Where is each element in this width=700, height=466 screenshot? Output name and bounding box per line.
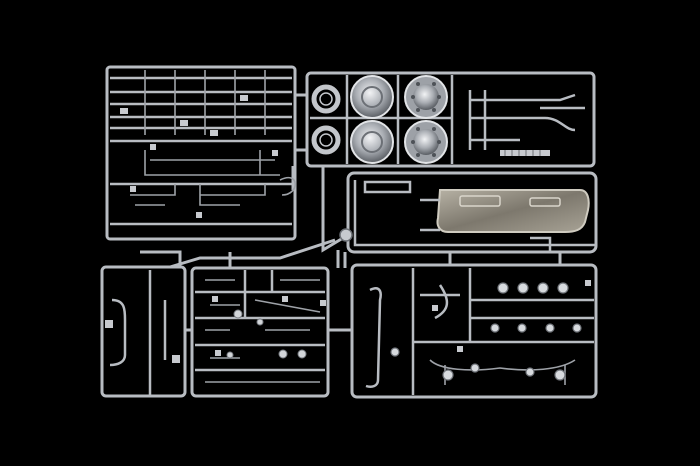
runner-gate xyxy=(339,228,353,242)
grille-strip xyxy=(500,150,550,156)
top-left-parts xyxy=(110,70,296,226)
connecting-runners xyxy=(140,93,562,332)
frame-top-left xyxy=(105,65,297,241)
frame-top-right xyxy=(305,71,596,168)
mid-right-parts xyxy=(353,180,595,252)
bottom-right-parts xyxy=(365,268,594,395)
hubcap-icon xyxy=(350,75,448,164)
ring-icon xyxy=(311,84,341,155)
frame-mid-right xyxy=(346,171,598,254)
clear-window xyxy=(436,189,590,233)
top-right-parts xyxy=(310,75,585,164)
frame-bottom-mid xyxy=(190,266,330,398)
bottom-left-parts xyxy=(105,270,180,395)
bottom-mid-parts xyxy=(195,270,326,383)
bolt-icon xyxy=(390,282,582,381)
